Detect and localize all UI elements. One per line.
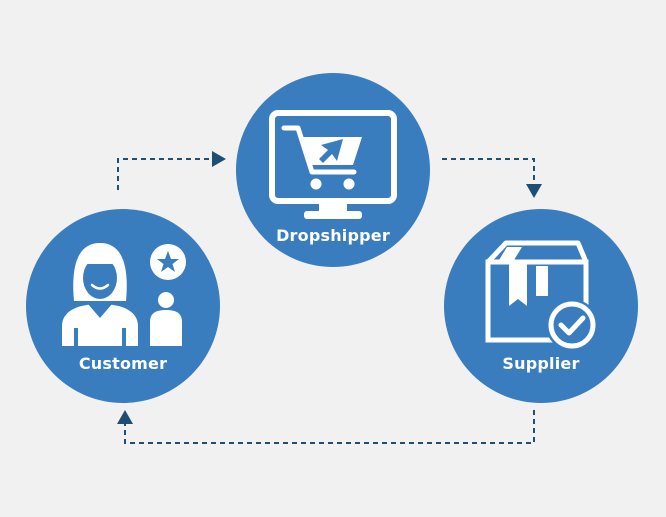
supplier-label: Supplier [502, 354, 580, 373]
arrow-customer-to-dropshipper [117, 158, 222, 190]
arrow-supplier-to-customer [124, 410, 535, 444]
supplier-circle [444, 209, 638, 403]
package-check-icon [485, 240, 598, 351]
arrow-dropshipper-to-supplier [442, 158, 535, 184]
arrowhead-dropshipper-icon [212, 151, 226, 167]
customer-users-star-icon [62, 243, 186, 346]
arrowhead-customer-icon [117, 410, 133, 424]
customer-label: Customer [78, 354, 168, 373]
arrowhead-supplier-icon [526, 184, 542, 198]
dropshipper-label: Dropshipper [276, 226, 390, 245]
computer-cart-icon [269, 110, 397, 219]
customer-circle [26, 209, 220, 403]
